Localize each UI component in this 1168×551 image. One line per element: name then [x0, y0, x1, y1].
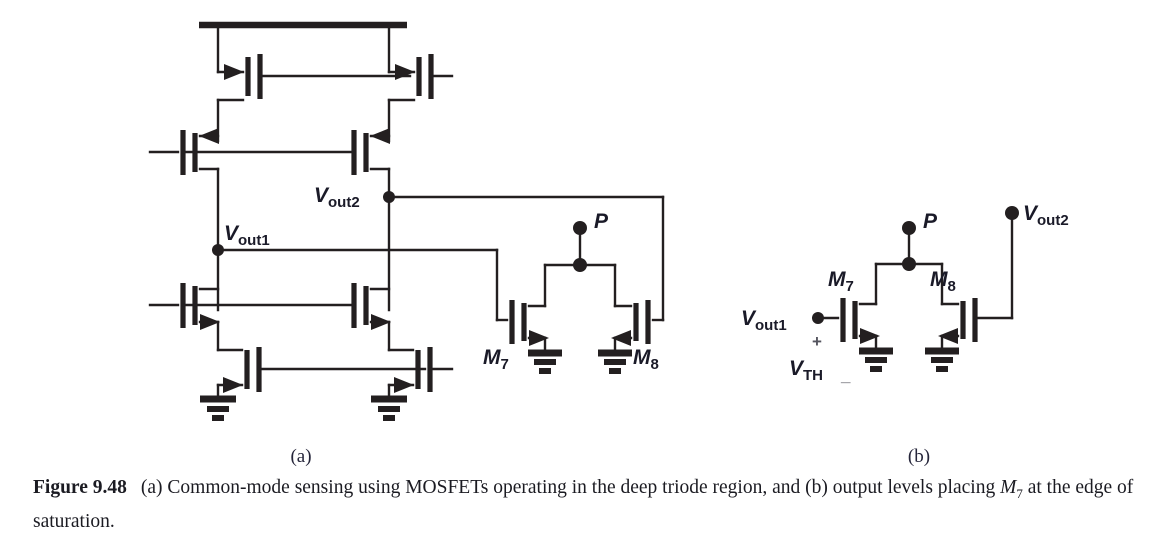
- p-node-panel-b: [874, 221, 944, 271]
- label-vout2-panel-a: Vout2: [314, 184, 360, 211]
- panel-b-labels: Vout1 Vout2 P M7 M8 + VTH _ (b): [741, 202, 1069, 467]
- figure-caption: Figure 9.48 (a) Common-mode sensing using…: [33, 474, 1158, 536]
- transistor-bottom-right-nmos: [371, 347, 454, 421]
- caption-text-part2: at the edge of saturation.: [33, 477, 1134, 532]
- transistor-cascode-right-pmos: [351, 128, 391, 312]
- transistor-cascode-left-pmos: [148, 128, 357, 312]
- label-p-panel-a: P: [594, 210, 609, 233]
- transistor-cascode-left-nmos: [148, 283, 357, 352]
- transistor-m8-panel-a: [598, 263, 665, 374]
- label-m7-panel-a: M7: [483, 346, 509, 373]
- panel-a-circuit: [148, 21, 665, 421]
- ground-symbol: [598, 349, 632, 374]
- panel-a-labels: Vout1 Vout2 P M7 M8 (a): [224, 184, 659, 467]
- vout1-net-panel-a: [212, 244, 499, 322]
- label-vout2-panel-b: Vout2: [1023, 202, 1069, 229]
- transistor-top-right-pmos: [387, 23, 454, 143]
- caption-text-part1: (a) Common-mode sensing using MOSFETs op…: [140, 477, 1001, 498]
- ground-symbol: [859, 347, 893, 372]
- panel-b-sublabel: (b): [908, 446, 930, 467]
- label-plus-sign: +: [812, 332, 822, 351]
- label-m8-panel-a: M8: [633, 346, 659, 373]
- ground-symbol: [371, 395, 407, 421]
- vout2-net-panel-a: [383, 191, 665, 322]
- figure-number: Figure 9.48: [33, 477, 127, 498]
- label-vth-panel-b: VTH: [789, 357, 823, 384]
- label-minus-sign: _: [840, 366, 851, 385]
- circuit-schematic: Vout1 Vout2 P M7 M8 (a): [148, 21, 1069, 467]
- transistor-top-left-pmos: [216, 23, 412, 143]
- panel-b-circuit: [812, 206, 1019, 372]
- label-vout1-panel-b: Vout1: [741, 307, 787, 334]
- ground-symbol: [200, 395, 236, 421]
- transistor-m7-panel-a: [495, 263, 562, 374]
- label-m8-panel-b: M8: [930, 268, 956, 295]
- caption-device-name: M: [1000, 477, 1017, 498]
- vout2-net-panel-b: [973, 206, 1019, 320]
- panel-a-sublabel: (a): [290, 446, 311, 467]
- transistor-bottom-left-nmos: [200, 347, 427, 421]
- transistor-cascode-right-nmos: [351, 283, 391, 352]
- label-p-panel-b: P: [923, 210, 938, 233]
- p-node-panel-a: [543, 221, 617, 272]
- transistor-m7-panel-b: [840, 262, 893, 372]
- transistor-m8-panel-b: [925, 262, 978, 372]
- ground-symbol: [925, 347, 959, 372]
- label-m7-panel-b: M7: [828, 268, 854, 295]
- ground-symbol: [528, 349, 562, 374]
- vout1-net-panel-b: [812, 312, 840, 324]
- label-vout1-panel-a: Vout1: [224, 222, 270, 249]
- caption-device-subscript: 7: [1016, 485, 1023, 501]
